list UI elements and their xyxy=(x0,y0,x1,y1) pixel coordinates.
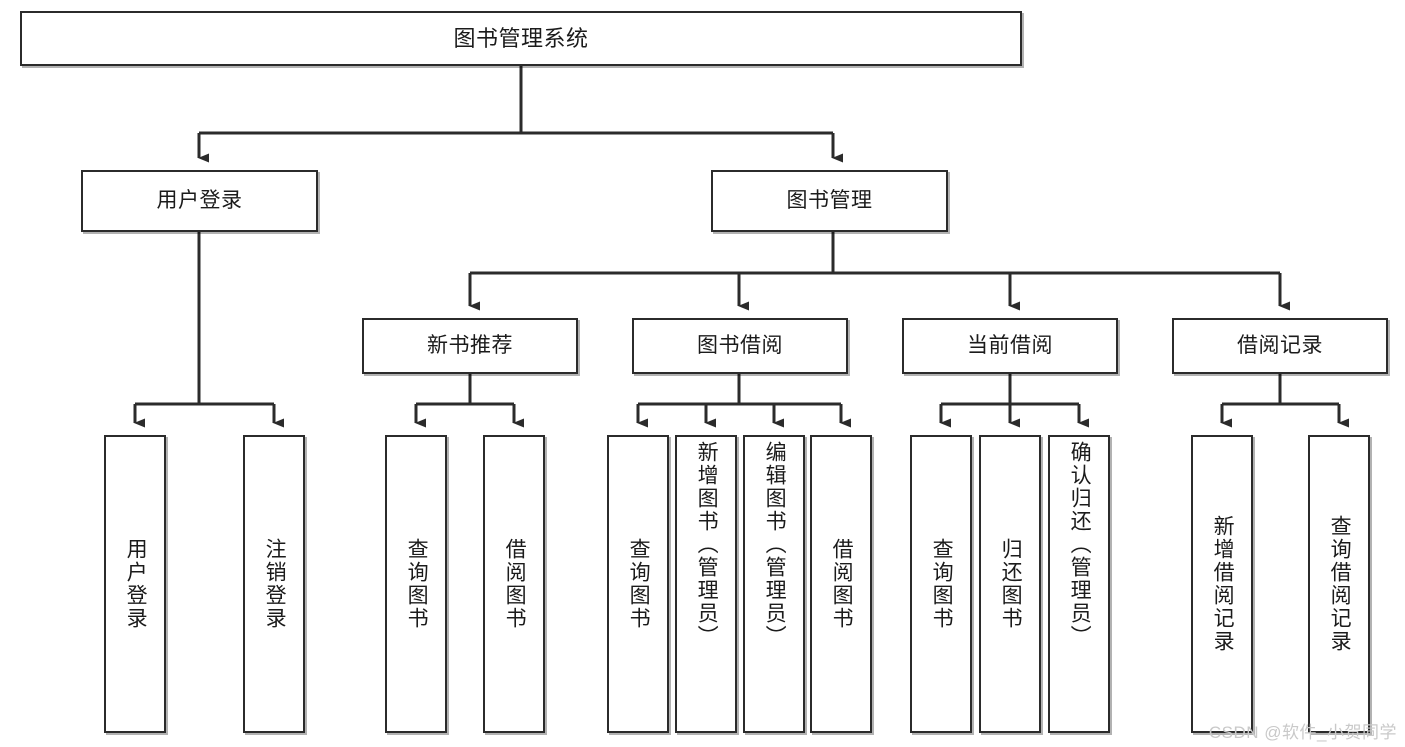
node-label: 新书推荐 xyxy=(427,333,513,357)
csdn-watermark: CSDN @软件_小贺同学 xyxy=(1208,723,1397,742)
leaf-add-borrow-record[interactable]: 新增借阅记录 xyxy=(1191,435,1253,733)
node-label: 图书借阅 xyxy=(697,333,783,357)
node-borrow-record[interactable]: 借阅记录 xyxy=(1172,318,1388,374)
leaf-query-borrow-record[interactable]: 查询借阅记录 xyxy=(1308,435,1370,733)
node-label: 查询借阅记录 xyxy=(1328,515,1352,653)
node-label: 查询图书 xyxy=(405,538,429,630)
leaf-edit-book-admin[interactable]: 编辑图书（管理员） xyxy=(743,435,805,733)
node-label: 当前借阅 xyxy=(967,333,1053,357)
leaf-add-book-admin[interactable]: 新增图书（管理员） xyxy=(675,435,737,733)
node-book-management[interactable]: 图书管理 xyxy=(711,170,948,232)
node-label: 查询图书 xyxy=(627,538,651,630)
leaf-borrow-book-borrow[interactable]: 借阅图书 xyxy=(810,435,872,733)
node-current-borrow[interactable]: 当前借阅 xyxy=(902,318,1118,374)
leaf-return-book[interactable]: 归还图书 xyxy=(979,435,1041,733)
leaf-query-book-borrow[interactable]: 查询图书 xyxy=(607,435,669,733)
node-label: 新增借阅记录 xyxy=(1211,515,1235,653)
node-label: 注销登录 xyxy=(263,538,287,630)
node-user-login[interactable]: 用户登录 xyxy=(81,170,318,232)
node-label: 查询图书 xyxy=(930,538,954,630)
node-label: 借阅记录 xyxy=(1237,333,1323,357)
leaf-user-logout[interactable]: 注销登录 xyxy=(243,435,305,733)
node-label: 确认归还（管理员） xyxy=(1068,441,1092,648)
node-label: 用户登录 xyxy=(124,538,148,630)
node-label: 编辑图书（管理员） xyxy=(763,441,787,648)
leaf-borrow-book-recommend[interactable]: 借阅图书 xyxy=(483,435,545,733)
node-new-book-recommend[interactable]: 新书推荐 xyxy=(362,318,578,374)
leaf-query-book-current[interactable]: 查询图书 xyxy=(910,435,972,733)
node-label: 用户登录 xyxy=(156,188,243,212)
node-label: 借阅图书 xyxy=(830,538,854,630)
node-label: 借阅图书 xyxy=(503,538,527,630)
node-book-management-system[interactable]: 图书管理系统 xyxy=(20,11,1022,66)
node-label: 图书管理 xyxy=(786,188,873,212)
node-label: 图书管理系统 xyxy=(453,25,589,51)
leaf-query-book-recommend[interactable]: 查询图书 xyxy=(385,435,447,733)
node-book-borrow[interactable]: 图书借阅 xyxy=(632,318,848,374)
leaf-confirm-return-admin[interactable]: 确认归还（管理员） xyxy=(1048,435,1110,733)
node-label: 新增图书（管理员） xyxy=(695,441,719,648)
node-label: 归还图书 xyxy=(999,538,1023,630)
leaf-user-login[interactable]: 用户登录 xyxy=(104,435,166,733)
